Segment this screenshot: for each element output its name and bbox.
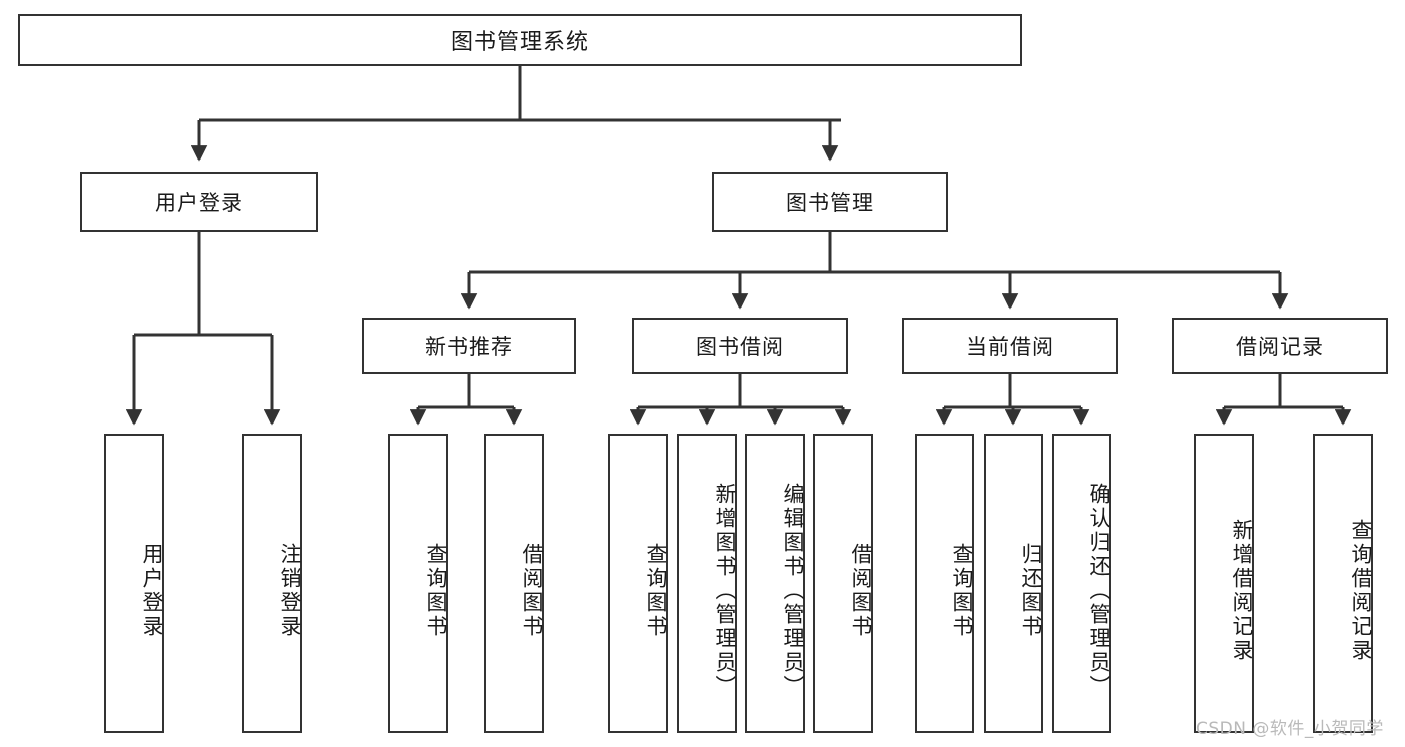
node-label: 用户登录 <box>155 191 243 215</box>
node-label: 查询图书 <box>644 542 668 639</box>
node-label: 查询借阅记录 <box>1349 518 1373 663</box>
node-label: 新增图书（管理员） <box>713 482 737 699</box>
node-label: 新增借阅记录 <box>1230 518 1254 663</box>
leaf-return-books[interactable]: 归还图书 <box>984 434 1043 733</box>
node-label: 归还图书 <box>1019 542 1043 639</box>
leaf-query-books-borrow[interactable]: 查询图书 <box>608 434 668 733</box>
leaf-logout[interactable]: 注销登录 <box>242 434 302 733</box>
node-label: 图书管理 <box>786 191 874 215</box>
leaf-query-borrow-record[interactable]: 查询借阅记录 <box>1313 434 1373 733</box>
node-new-book-recommendation[interactable]: 新书推荐 <box>362 318 576 374</box>
node-book-borrow[interactable]: 图书借阅 <box>632 318 848 374</box>
node-book-management[interactable]: 图书管理 <box>712 172 948 232</box>
node-label: 用户登录 <box>140 542 164 639</box>
node-label: 注销登录 <box>278 542 302 639</box>
node-user-login[interactable]: 用户登录 <box>80 172 318 232</box>
node-label: 借阅记录 <box>1236 335 1324 359</box>
leaf-user-login[interactable]: 用户登录 <box>104 434 164 733</box>
node-label: 借阅图书 <box>849 542 873 639</box>
leaf-borrow-books-recommendation[interactable]: 借阅图书 <box>484 434 544 733</box>
watermark: CSDN @软件_小贺同学 <box>1196 719 1384 739</box>
node-label: 当前借阅 <box>966 335 1054 359</box>
node-root-system[interactable]: 图书管理系统 <box>18 14 1022 66</box>
node-label: 查询图书 <box>950 542 974 639</box>
node-label: 新书推荐 <box>425 335 513 359</box>
leaf-add-book-admin[interactable]: 新增图书（管理员） <box>677 434 737 733</box>
node-current-borrow[interactable]: 当前借阅 <box>902 318 1118 374</box>
leaf-confirm-return-admin[interactable]: 确认归还（管理员） <box>1052 434 1111 733</box>
node-label: 图书管理系统 <box>450 30 589 55</box>
node-label: 查询图书 <box>424 542 448 639</box>
leaf-borrow-books[interactable]: 借阅图书 <box>813 434 873 733</box>
node-label: 图书借阅 <box>696 335 784 359</box>
leaf-query-books-recommendation[interactable]: 查询图书 <box>388 434 448 733</box>
leaf-add-borrow-record[interactable]: 新增借阅记录 <box>1194 434 1254 733</box>
node-label: 确认归还（管理员） <box>1087 482 1111 699</box>
node-label: 编辑图书（管理员） <box>781 482 805 699</box>
node-borrow-record[interactable]: 借阅记录 <box>1172 318 1388 374</box>
leaf-edit-book-admin[interactable]: 编辑图书（管理员） <box>745 434 805 733</box>
node-label: 借阅图书 <box>520 542 544 639</box>
leaf-query-books-current[interactable]: 查询图书 <box>915 434 974 733</box>
